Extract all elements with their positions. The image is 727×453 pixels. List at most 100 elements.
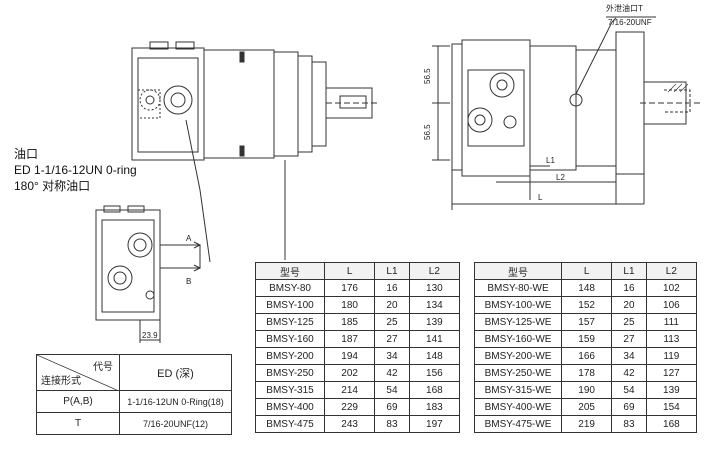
port-a-label: A <box>186 234 192 243</box>
table-cell: BMSY-315 <box>255 381 325 399</box>
port-b-label: B <box>186 277 191 286</box>
col-header-model: 型号 <box>255 262 325 280</box>
table-cell: 111 <box>645 313 698 331</box>
table-cell: 219 <box>560 415 613 433</box>
diag-header-top: 代号 <box>93 362 113 373</box>
table-cell: 20 <box>374 296 410 314</box>
connection-table-col-header: ED (深) <box>119 354 232 391</box>
table-cell: 127 <box>645 364 698 382</box>
table-cell: BMSY-250-WE <box>474 364 562 382</box>
table-cell: 141 <box>408 330 461 348</box>
table-cell: 34 <box>374 347 410 365</box>
dim-l2-label: L2 <box>556 173 565 182</box>
table-cell: BMSY-80 <box>255 279 325 297</box>
table-cell: 176 <box>323 279 376 297</box>
table-cell: BMSY-125-WE <box>474 313 562 331</box>
table-row: P(A,B) 1-1/16-12UN 0-Ring(18) <box>36 390 232 413</box>
table-cell: 202 <box>323 364 376 382</box>
table-cell: BMSY-80-WE <box>474 279 562 297</box>
table-cell: 54 <box>374 381 410 399</box>
table-cell: 27 <box>374 330 410 348</box>
port-note-title: 油口 <box>14 147 39 161</box>
table-cell: 178 <box>560 364 613 382</box>
table-cell: BMSY-160 <box>255 330 325 348</box>
connection-value: 7/16-20UNF(12) <box>119 412 232 435</box>
table-cell: 229 <box>323 398 376 416</box>
table-cell: 168 <box>408 381 461 399</box>
motor-side-view-left <box>131 41 380 263</box>
connection-code: T <box>36 412 120 435</box>
table-cell: BMSY-315-WE <box>474 381 562 399</box>
table-cell: BMSY-400 <box>255 398 325 416</box>
col-header-l2: L2 <box>408 262 461 280</box>
table-cell: 134 <box>408 296 461 314</box>
table-cell: BMSY-160-WE <box>474 330 562 348</box>
port-note-symmetric: 180° 对称油口 <box>14 179 91 193</box>
table-cell: 180 <box>323 296 376 314</box>
port-face-view <box>95 205 202 343</box>
dim-l1-label: L1 <box>546 156 555 165</box>
table-cell: 197 <box>408 415 461 433</box>
table-cell: BMSY-200 <box>255 347 325 365</box>
dim-56-5-top: 56.5 <box>423 68 432 84</box>
col-header-l1: L1 <box>374 262 410 280</box>
table-cell: 27 <box>611 330 647 348</box>
col-header-l: L <box>560 262 613 280</box>
table-cell: BMSY-250 <box>255 364 325 382</box>
connection-table-diag-header: 代号 连接形式 <box>36 354 120 391</box>
table-cell: BMSY-125 <box>255 313 325 331</box>
table-cell: 183 <box>408 398 461 416</box>
table-cell: 83 <box>611 415 647 433</box>
table-cell: 83 <box>374 415 410 433</box>
table-cell: 152 <box>560 296 613 314</box>
table-cell: BMSY-475-WE <box>474 415 562 433</box>
dim-23-9-label: 23.9 <box>142 331 158 340</box>
col-header-model: 型号 <box>474 262 562 280</box>
table-cell: 42 <box>374 364 410 382</box>
table-cell: 34 <box>611 347 647 365</box>
connection-code: P(A,B) <box>36 390 120 413</box>
table-cell: 157 <box>560 313 613 331</box>
table-cell: 148 <box>408 347 461 365</box>
table-cell: 156 <box>408 364 461 382</box>
table-cell: 214 <box>323 381 376 399</box>
table-cell: 102 <box>645 279 698 297</box>
table-cell: BMSY-100 <box>255 296 325 314</box>
drain-port-label: 外泄油口T <box>606 3 643 13</box>
table-cell: 168 <box>645 415 698 433</box>
table-row: T 7/16-20UNF(12) <box>36 412 232 435</box>
table-cell: 243 <box>323 415 376 433</box>
table-cell: 106 <box>645 296 698 314</box>
table-cell: 25 <box>611 313 647 331</box>
table-cell: 69 <box>611 398 647 416</box>
col-header-l: L <box>323 262 376 280</box>
table-cell: 54 <box>611 381 647 399</box>
table-cell: BMSY-475 <box>255 415 325 433</box>
col-header-l2: L2 <box>645 262 698 280</box>
table-cell: 25 <box>374 313 410 331</box>
table-cell: 205 <box>560 398 613 416</box>
table-cell: 139 <box>645 381 698 399</box>
table-cell: 148 <box>560 279 613 297</box>
motor-side-view-right <box>432 16 700 210</box>
dim-56-5-bottom: 56.5 <box>423 124 432 140</box>
diagonal-divider <box>37 355 119 391</box>
